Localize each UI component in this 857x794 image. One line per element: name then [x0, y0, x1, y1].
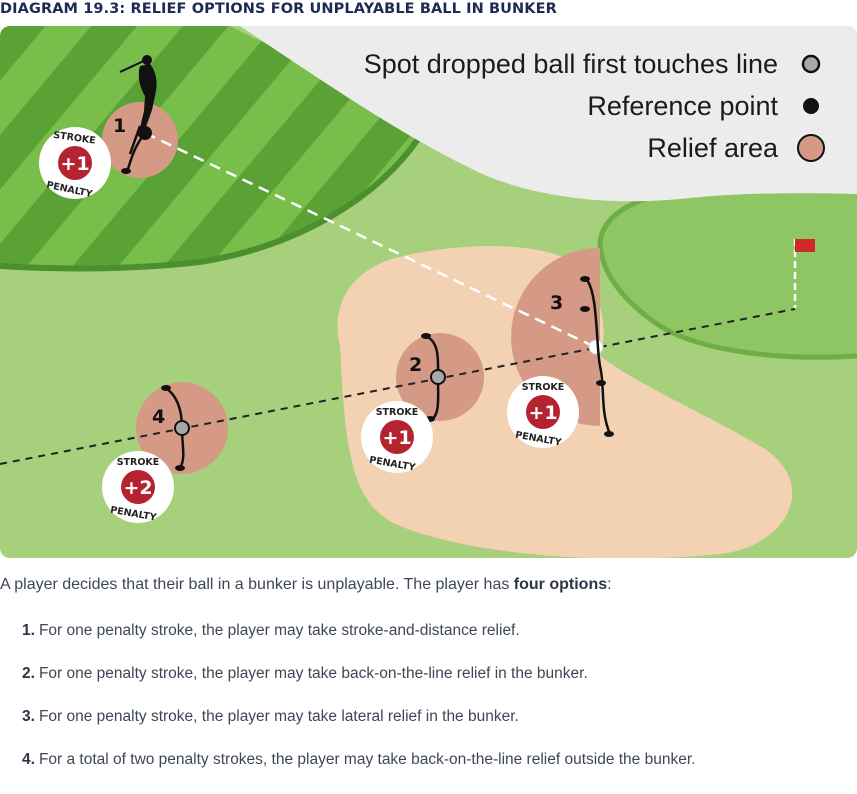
marker-number-2: 2	[409, 354, 422, 376]
flagstick	[793, 239, 815, 308]
svg-text:+2: +2	[123, 477, 152, 499]
intro-bold: four options	[513, 576, 608, 593]
club-length-3	[584, 278, 612, 435]
svg-text:+1: +1	[60, 153, 89, 175]
legend-label-relief-area: Relief area	[647, 133, 779, 163]
marker-number-1: 1	[113, 115, 126, 137]
legend-label-drop-spot: Spot dropped ball first touches line	[364, 49, 778, 79]
svg-text:+1: +1	[382, 427, 411, 449]
club-length-1	[126, 132, 146, 170]
svg-text:STROKE: STROKE	[376, 407, 419, 418]
marker-number-3: 3	[550, 292, 563, 314]
penalty-badge-2: +1 STROKE PENALTY	[361, 401, 433, 474]
marker-number-4: 4	[152, 406, 165, 428]
grey-circle-icon	[801, 54, 821, 74]
putting-green	[600, 180, 857, 358]
ball-in-bunker	[588, 339, 604, 355]
drop-spot-4	[174, 420, 190, 436]
legend-panel	[240, 26, 857, 202]
list-item: 2.For one penalty stroke, the player may…	[22, 665, 588, 682]
options-list: 1.For one penalty stroke, the player may…	[22, 622, 695, 794]
intro-paragraph: A player decides that their ball in a bu…	[0, 576, 612, 593]
penalty-badge-3: +1 STROKE PENALTY	[507, 376, 579, 449]
svg-text:+1: +1	[528, 402, 557, 424]
legend-label-reference-point: Reference point	[587, 91, 778, 121]
list-item: 4.For a total of two penalty strokes, th…	[22, 751, 696, 768]
svg-text:STROKE: STROKE	[522, 382, 565, 393]
list-item: 3.For one penalty stroke, the player may…	[22, 708, 519, 725]
diagram-title: DIAGRAM 19.3: RELIEF OPTIONS FOR UNPLAYA…	[0, 1, 557, 17]
stroke-distance-line	[144, 131, 596, 349]
penalty-badge-4: +2 STROKE PENALTY	[102, 451, 174, 524]
svg-text:STROKE: STROKE	[117, 457, 160, 468]
legend: Spot dropped ball first touches line Ref…	[364, 49, 825, 163]
golfer-figure	[119, 55, 157, 155]
back-on-line	[0, 308, 796, 465]
diagram-illustration: 1 2 3 4 +1 STROKE PENALTY +1 STROKE PENA…	[0, 26, 857, 558]
black-dot-icon	[803, 98, 819, 114]
list-item: 1.For one penalty stroke, the player may…	[22, 622, 520, 639]
tan-circle-icon	[797, 134, 825, 162]
drop-spot-2	[430, 369, 446, 385]
